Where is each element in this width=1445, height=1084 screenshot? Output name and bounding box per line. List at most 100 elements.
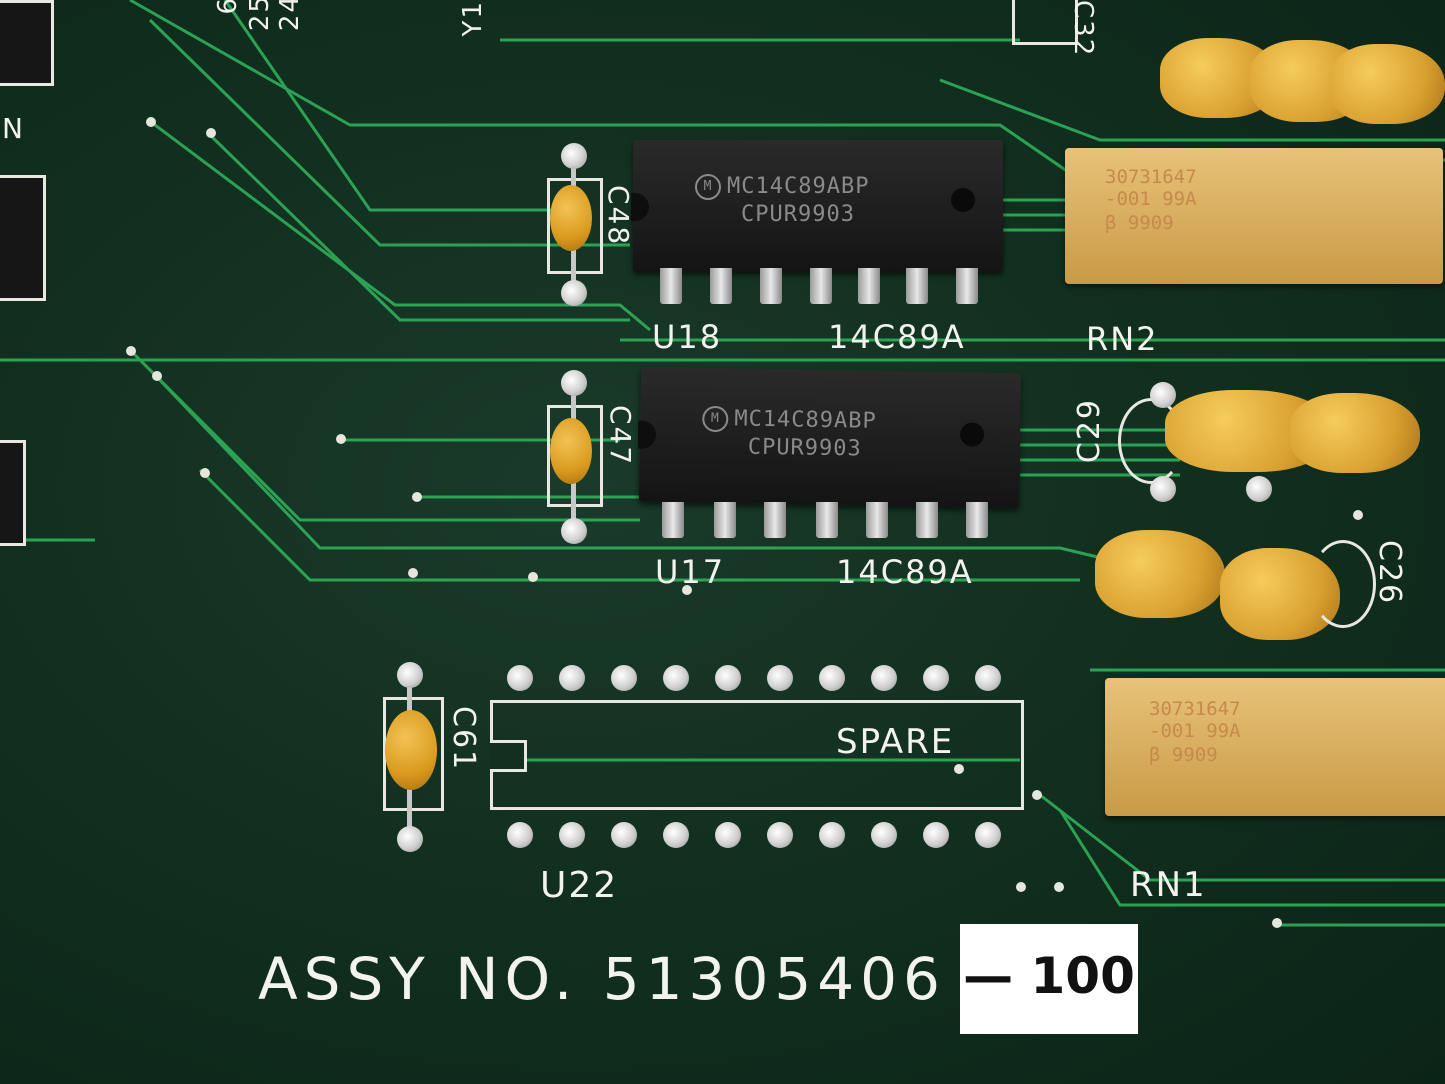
via xyxy=(146,117,156,127)
via xyxy=(1272,918,1282,928)
u22-pad xyxy=(715,822,741,848)
chip-pin xyxy=(956,268,978,304)
u22-notch xyxy=(490,740,527,772)
chip-pin xyxy=(660,268,682,304)
rn1-resistor-network: 30731647 -001 99A β 9909 xyxy=(1105,678,1445,816)
chip-pin xyxy=(916,502,938,538)
assy-number-label: ASSY NO. 51305406 xyxy=(258,945,946,1013)
via xyxy=(200,468,210,478)
chip-pin xyxy=(966,502,988,538)
via xyxy=(1016,882,1026,892)
rn1-line-1: 30731647 xyxy=(1149,698,1241,720)
u22-pad xyxy=(871,822,897,848)
u18-marking-2: CPUR9903 xyxy=(741,202,855,227)
chip-pin xyxy=(714,502,736,538)
c26-label: C26 xyxy=(1372,540,1407,606)
u22-pad xyxy=(507,665,533,691)
edge-component xyxy=(0,440,26,546)
u18-pin1-dot xyxy=(951,188,975,212)
motorola-logo-icon: M xyxy=(695,174,721,200)
silk-label-n: N xyxy=(2,112,25,145)
assy-suffix-sticker: — 100 xyxy=(960,924,1138,1034)
c32-label: C32 xyxy=(1068,0,1098,58)
via xyxy=(336,434,346,444)
tantalum-capacitor xyxy=(1290,393,1420,473)
rn2-designator: RN2 xyxy=(1086,320,1159,358)
silk-label-25: 25 xyxy=(245,0,275,32)
chip-pin xyxy=(858,268,880,304)
c32-outline xyxy=(1012,0,1078,45)
tantalum-capacitor xyxy=(1095,530,1225,618)
via xyxy=(408,568,418,578)
via xyxy=(412,492,422,502)
u22-pad xyxy=(819,665,845,691)
u17-part-label: 14C89A xyxy=(836,553,974,591)
via xyxy=(206,128,216,138)
u22-pad xyxy=(767,822,793,848)
via xyxy=(126,346,136,356)
u18-marking-text-1: MC14C89ABP xyxy=(727,174,870,199)
c47-label: C47 xyxy=(604,405,637,467)
u18-designator: U18 xyxy=(652,318,723,356)
via xyxy=(1032,790,1042,800)
chip-pin xyxy=(816,502,838,538)
chip-pin xyxy=(906,268,928,304)
u22-pad xyxy=(663,665,689,691)
pad xyxy=(561,143,587,169)
c48-capacitor xyxy=(550,185,592,251)
edge-component xyxy=(0,175,46,301)
silk-label-y1: Y1 xyxy=(458,0,488,37)
u22-pad xyxy=(923,822,949,848)
u22-pad xyxy=(871,665,897,691)
u17-designator: U17 xyxy=(655,553,726,591)
pad xyxy=(397,662,423,688)
u18-part-label: 14C89A xyxy=(828,318,966,356)
c26-outline xyxy=(1310,540,1376,628)
edge-component xyxy=(0,0,54,86)
pad xyxy=(397,826,423,852)
chip-pin xyxy=(866,502,888,538)
u22-pad xyxy=(819,822,845,848)
c61-outline xyxy=(383,697,444,811)
via xyxy=(1353,510,1363,520)
via xyxy=(954,764,964,774)
u22-pad xyxy=(663,822,689,848)
pad xyxy=(1150,476,1176,502)
rn2-line-2: -001 99A xyxy=(1105,188,1197,210)
pad xyxy=(1150,382,1176,408)
u18-notch xyxy=(631,192,649,221)
u22-pad xyxy=(975,665,1001,691)
u22-pad xyxy=(767,665,793,691)
u22-pad xyxy=(611,822,637,848)
rn2-line-3: β 9909 xyxy=(1105,212,1174,234)
pad xyxy=(561,280,587,306)
chip-pin xyxy=(710,268,732,304)
via xyxy=(528,572,538,582)
u22-pad xyxy=(923,665,949,691)
pad xyxy=(561,518,587,544)
rn2-resistor-network: 30731647 -001 99A β 9909 xyxy=(1065,148,1443,284)
u17-pin1-dot xyxy=(959,422,985,447)
c47-capacitor xyxy=(550,418,592,484)
u22-pad xyxy=(507,822,533,848)
u17-marking-text-1: MC14C89ABP xyxy=(734,406,877,434)
chip-pin xyxy=(810,268,832,304)
motorola-logo-icon: M xyxy=(702,405,729,433)
chip-pin xyxy=(662,502,684,538)
via xyxy=(152,371,162,381)
u22-pad xyxy=(559,665,585,691)
via xyxy=(682,585,692,595)
u22-pad xyxy=(611,665,637,691)
via xyxy=(1054,882,1064,892)
pad xyxy=(561,370,587,396)
u22-pad xyxy=(715,665,741,691)
chip-pin xyxy=(764,502,786,538)
silk-label-6: 6 xyxy=(213,0,243,15)
u17-marking-2: CPUR9903 xyxy=(747,434,862,462)
u22-spare-label: SPARE xyxy=(836,722,955,762)
c29-label: C29 xyxy=(1072,398,1107,464)
rn1-designator: RN1 xyxy=(1130,865,1207,905)
